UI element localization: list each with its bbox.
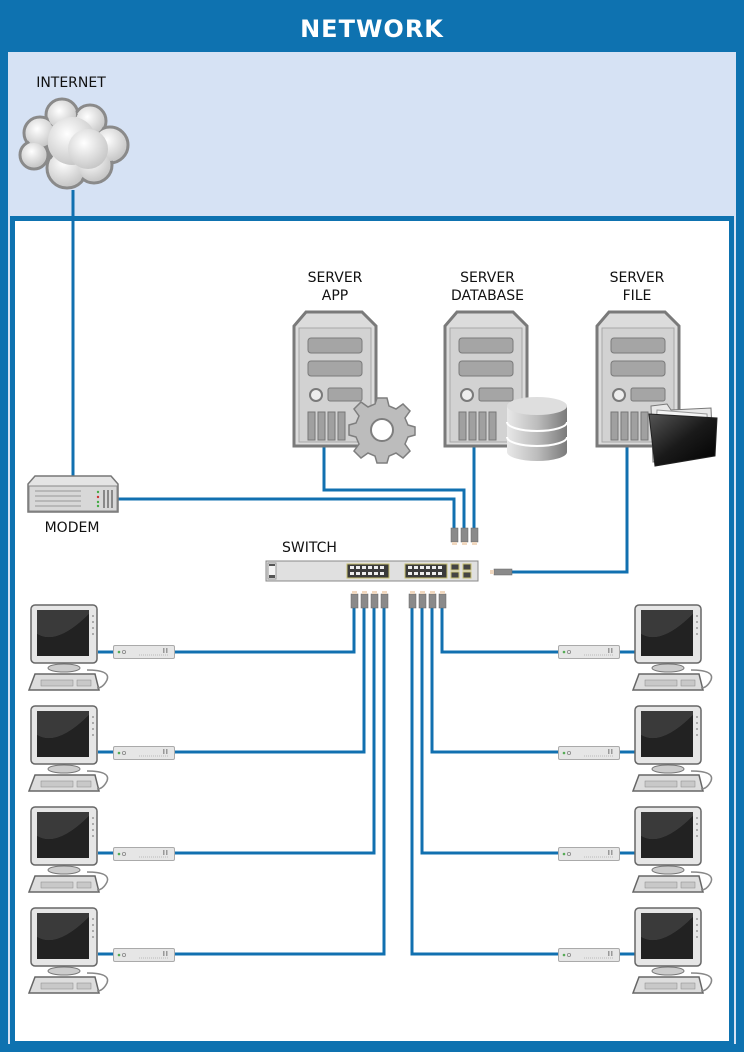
- rj45-connector: [360, 593, 369, 609]
- gear-icon: [348, 397, 416, 464]
- rj45-connector: [408, 593, 417, 609]
- wire-switch-ws-r3: [420, 605, 560, 855]
- modem-icon: [27, 475, 119, 513]
- rj45-connector: [450, 527, 459, 543]
- network-adapter-icon: [113, 645, 175, 659]
- wire-switch-ws-l4: [175, 605, 386, 956]
- rj45-connector: [438, 593, 447, 609]
- monitor-icon: [634, 604, 702, 673]
- workstation-icon: [631, 705, 713, 792]
- rj45-connector: [428, 593, 437, 609]
- diagram-title: NETWORK: [300, 15, 444, 43]
- wire-server-app-switch: [322, 446, 466, 530]
- server-app-label-line1: SERVER: [307, 270, 363, 286]
- modem-label: MODEM: [44, 520, 100, 536]
- server-file-label-line1: SERVER: [609, 270, 665, 286]
- rj45-connector: [350, 593, 359, 609]
- monitor-icon: [30, 806, 98, 875]
- monitor-icon: [30, 604, 98, 673]
- network-adapter-icon: [558, 847, 620, 861]
- keyboard-icon: [631, 669, 713, 691]
- network-adapter-icon: [113, 948, 175, 962]
- workstation-icon: [631, 604, 713, 691]
- wire-switch-ws-r1: [440, 605, 560, 654]
- rj45-connector: [493, 568, 513, 576]
- rj45-connector: [470, 527, 479, 543]
- wire-server-file-switch: [512, 446, 629, 574]
- wire-switch-ws-r4: [410, 605, 560, 956]
- rj45-connector: [370, 593, 379, 609]
- server-database-label-line2: DATABASE: [451, 288, 524, 304]
- database-icon: [506, 397, 568, 461]
- wire-modem-switch: [118, 497, 456, 530]
- server-database-label: SERVER DATABASE: [430, 269, 545, 305]
- workstation-icon: [27, 604, 109, 691]
- keyboard-icon: [27, 871, 109, 893]
- network-adapter-icon: [558, 948, 620, 962]
- switch-icon: [265, 560, 479, 582]
- cloud-icon: [18, 97, 130, 190]
- rj45-connector: [460, 527, 469, 543]
- server-file-label: SERVER FILE: [587, 269, 687, 305]
- keyboard-icon: [631, 871, 713, 893]
- rj45-connector: [418, 593, 427, 609]
- monitor-icon: [30, 705, 98, 774]
- wire-switch-ws-l2: [175, 605, 366, 754]
- monitor-icon: [634, 705, 702, 774]
- network-adapter-icon: [558, 746, 620, 760]
- workstation-icon: [27, 705, 109, 792]
- keyboard-icon: [631, 972, 713, 994]
- server-file-label-line2: FILE: [622, 288, 652, 304]
- keyboard-icon: [27, 972, 109, 994]
- server-database-label-line1: SERVER: [460, 270, 515, 286]
- switch-label: SWITCH: [282, 540, 337, 556]
- monitor-icon: [30, 907, 98, 976]
- internet-label: INTERNET: [36, 75, 106, 91]
- server-database-icon: [443, 310, 568, 461]
- wire-switch-ws-l1: [175, 605, 356, 654]
- server-file-icon: [595, 310, 718, 467]
- keyboard-icon: [27, 770, 109, 792]
- server-app-icon: [292, 310, 416, 464]
- keyboard-icon: [631, 770, 713, 792]
- monitor-icon: [634, 907, 702, 976]
- monitor-icon: [634, 806, 702, 875]
- network-adapter-icon: [558, 645, 620, 659]
- workstation-icon: [27, 806, 109, 893]
- workstation-icon: [27, 907, 109, 994]
- network-adapter-icon: [113, 847, 175, 861]
- wire-switch-ws-r2: [430, 605, 560, 754]
- wire-switch-ws-l3: [175, 605, 376, 855]
- server-app-label-line2: APP: [321, 288, 349, 304]
- folder-icon: [648, 403, 718, 467]
- network-adapter-icon: [113, 746, 175, 760]
- keyboard-icon: [27, 669, 109, 691]
- rj45-connector: [380, 593, 389, 609]
- workstation-icon: [631, 806, 713, 893]
- workstation-icon: [631, 907, 713, 994]
- server-app-label: SERVER APP: [285, 269, 385, 305]
